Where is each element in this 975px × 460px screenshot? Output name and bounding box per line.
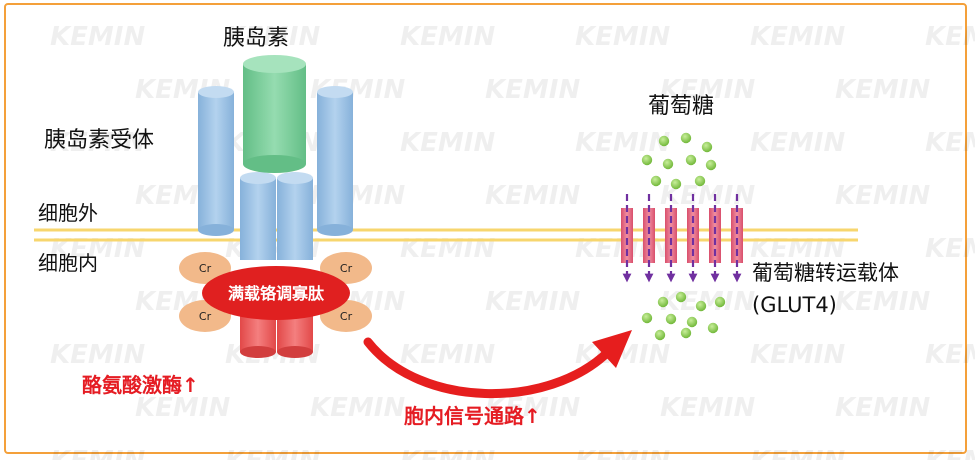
receptor-outer-left-cylinder bbox=[198, 86, 234, 236]
watermark-text: KEMIN bbox=[400, 128, 495, 158]
receptor-inner-left-cylinder bbox=[240, 172, 276, 260]
watermark-text: KEMIN bbox=[750, 128, 845, 158]
glucose-molecule bbox=[641, 154, 653, 166]
glucose-molecule bbox=[662, 158, 674, 170]
glucose-molecule bbox=[670, 178, 682, 190]
watermark-text: KEMIN bbox=[400, 340, 495, 370]
glut4-channel bbox=[731, 194, 743, 283]
diagram-frame bbox=[4, 3, 967, 454]
watermark-text: KEMIN bbox=[485, 75, 580, 105]
watermark-text: KEMIN bbox=[925, 128, 975, 158]
watermark-text: KEMIN bbox=[485, 181, 580, 211]
glucose-molecule bbox=[705, 159, 717, 171]
watermark-text: KEMIN bbox=[660, 287, 755, 317]
glut4-channel bbox=[709, 194, 721, 283]
glucose-molecule bbox=[675, 291, 687, 303]
watermark-text: KEMIN bbox=[835, 393, 930, 423]
watermark-text: KEMIN bbox=[50, 128, 145, 158]
intracellular-label: 细胞内 bbox=[38, 251, 98, 275]
glut4-channel bbox=[687, 194, 699, 283]
glucose-molecule bbox=[707, 322, 719, 334]
watermark-text: KEMIN bbox=[925, 22, 975, 52]
watermark-text: KEMIN bbox=[225, 22, 320, 52]
watermark-text: KEMIN bbox=[310, 393, 405, 423]
tyrosine-kinase-label: 酪氨酸激酶↑ bbox=[82, 373, 199, 397]
watermark-text: KEMIN bbox=[750, 22, 845, 52]
watermark-text: KEMIN bbox=[660, 75, 755, 105]
watermark-text: KEMIN bbox=[50, 22, 145, 52]
glucose-intracellular bbox=[641, 291, 726, 341]
watermark-text: KEMIN bbox=[660, 393, 755, 423]
watermark-text: KEMIN bbox=[575, 446, 670, 460]
glucose-molecule bbox=[686, 316, 698, 328]
watermark-text: KEMIN bbox=[225, 446, 320, 460]
glucose-molecule bbox=[657, 296, 669, 308]
glucose-molecule bbox=[665, 313, 677, 325]
watermark-text: KEMIN bbox=[750, 446, 845, 460]
chromium-peptide-label: 满载铬调寡肽 bbox=[228, 284, 325, 303]
extracellular-label: 细胞外 bbox=[38, 201, 98, 225]
watermark-text: KEMIN bbox=[485, 393, 580, 423]
chromium-label: Cr bbox=[199, 310, 212, 323]
glut4-name-label: 葡萄糖转运载体 bbox=[752, 261, 899, 285]
chromium-label: Cr bbox=[340, 262, 353, 275]
glut4-channel bbox=[643, 194, 655, 283]
watermark-text: KEMIN bbox=[925, 340, 975, 370]
glucose-molecule bbox=[658, 135, 670, 147]
signaling-arrow bbox=[363, 330, 632, 398]
glucose-molecule bbox=[680, 132, 692, 144]
glucose-molecule bbox=[701, 141, 713, 153]
insulin-molecule bbox=[243, 55, 306, 173]
glucose-molecule bbox=[641, 312, 653, 324]
glucose-extracellular bbox=[641, 132, 717, 190]
insulin-receptor bbox=[198, 86, 353, 260]
watermark-text: KEMIN bbox=[835, 287, 930, 317]
glucose-molecule bbox=[714, 296, 726, 308]
glucose-molecule bbox=[680, 327, 692, 339]
watermark-text: KEMIN bbox=[575, 128, 670, 158]
chromium-ion-top-left bbox=[179, 252, 231, 284]
watermark-text: KEMIN bbox=[400, 446, 495, 460]
chromium-label: Cr bbox=[340, 310, 353, 323]
chromium-peptide-complex bbox=[202, 266, 350, 320]
chromium-label: Cr bbox=[199, 262, 212, 275]
watermark-text: KEMIN bbox=[400, 22, 495, 52]
watermark-text: KEMIN bbox=[835, 181, 930, 211]
glut4-channel bbox=[621, 194, 633, 283]
watermark-text: KEMIN bbox=[135, 393, 230, 423]
watermark-text: KEMIN bbox=[835, 75, 930, 105]
glucose-molecule bbox=[694, 175, 706, 187]
watermark-text: KEMIN bbox=[750, 340, 845, 370]
glucose-molecule bbox=[695, 300, 707, 312]
glucose-molecule bbox=[654, 329, 666, 341]
watermark-text: KEMIN bbox=[925, 234, 975, 264]
glucose-molecule bbox=[685, 154, 697, 166]
watermark-text: KEMIN bbox=[50, 446, 145, 460]
insulin-label: 胰岛素 bbox=[223, 26, 289, 51]
glut4-channel bbox=[665, 194, 677, 283]
receptor-inner-right-cylinder bbox=[277, 172, 313, 260]
watermark-text: KEMIN bbox=[50, 340, 145, 370]
glucose-molecule bbox=[650, 175, 662, 187]
glucose-label: 葡萄糖 bbox=[648, 94, 714, 119]
insulin-receptor-label: 胰岛素受体 bbox=[44, 128, 154, 153]
watermark-text: KEMIN bbox=[925, 446, 975, 460]
watermark-text: KEMIN bbox=[575, 22, 670, 52]
glut4-abbr-label: (GLUT4) bbox=[752, 293, 837, 317]
watermark-text: KEMIN bbox=[485, 287, 580, 317]
glut4-transporter bbox=[621, 194, 743, 283]
signaling-pathway-label: 胞内信号通路↑ bbox=[404, 404, 541, 428]
receptor-outer-right-cylinder bbox=[317, 86, 353, 236]
